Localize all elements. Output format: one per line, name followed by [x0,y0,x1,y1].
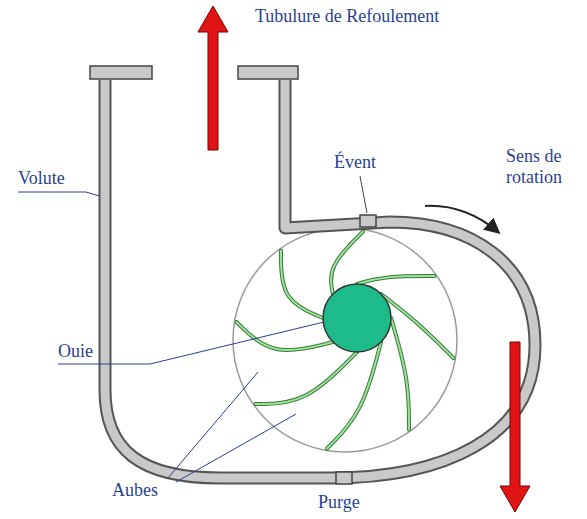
impeller-blade [281,251,323,318]
leader-line [18,192,99,196]
blade-outline [327,342,381,448]
impeller-blade [236,322,332,350]
part-label: Aubes [112,480,158,501]
rotation-arrow [425,206,498,232]
leader-line [176,414,296,482]
vent-plug [360,215,376,227]
blade-outline [256,352,357,404]
discharge-flange [90,66,152,79]
flow-arrow-out [198,6,228,150]
leader-line [58,322,324,364]
leader-line [168,372,258,478]
part-label: Purge [318,492,360,513]
flow-arrow-in [500,342,530,512]
part-label: Volute [18,168,65,189]
impeller-blade [381,294,453,358]
direction-label: Sens de rotation [506,146,578,188]
impeller-blade [357,276,434,284]
volute-wall [105,80,535,478]
part-label: Ouie [58,341,93,362]
impeller-hub [323,284,391,352]
impeller-disk [233,228,457,452]
drain-plug [336,472,352,484]
blade-outline [281,251,323,318]
part-label: Évent [334,152,376,173]
blade-outline [381,294,453,358]
blade-outline [357,276,434,284]
blade-outline [391,318,409,429]
impeller-blade [256,352,357,404]
volute-wall-outline [105,80,535,478]
impeller-blades [236,231,453,448]
discharge-flange [238,66,298,79]
blade-outline [236,322,332,350]
leader-line [360,176,367,213]
impeller-blade [327,342,381,448]
impeller-blade [391,318,409,429]
part-label: Tubulure de Refoulement [255,6,439,27]
